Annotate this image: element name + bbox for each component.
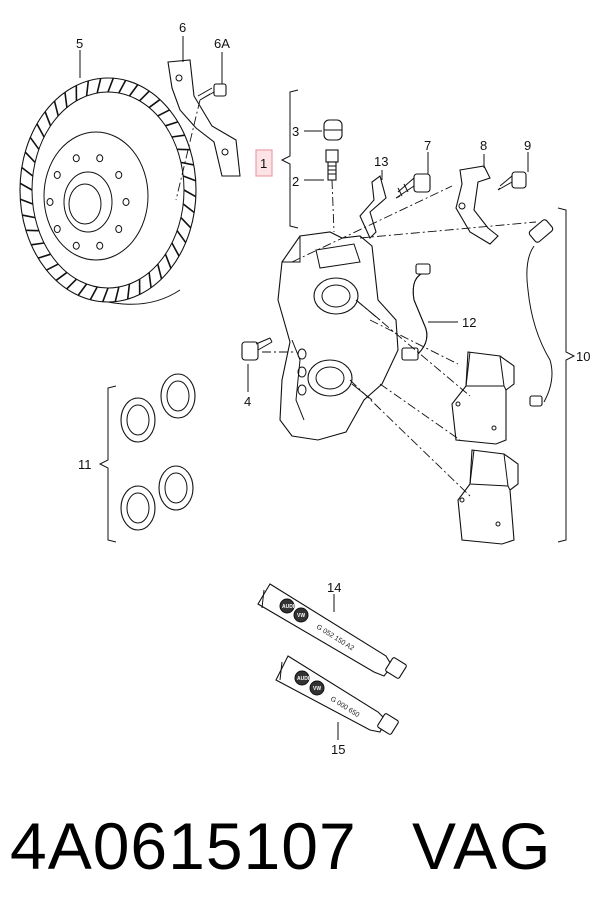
disc-vane xyxy=(180,161,194,166)
bolt-9 xyxy=(497,171,527,191)
callout-14: 14 xyxy=(327,580,341,595)
disc-vane xyxy=(171,134,185,138)
callout-8: 8 xyxy=(480,138,487,153)
disc-vane xyxy=(176,230,187,244)
caliper-bolt-4 xyxy=(241,337,273,361)
callout-11: 11 xyxy=(78,457,92,472)
disc-vane xyxy=(164,253,172,269)
disc-vane xyxy=(157,109,170,117)
callout-1: 1 xyxy=(260,156,267,171)
callout-3: 3 xyxy=(292,124,299,139)
callout-5: 5 xyxy=(76,36,83,51)
disc-bolt-hole xyxy=(115,170,123,179)
disc-vane xyxy=(101,287,109,303)
disc-vane xyxy=(53,100,60,117)
callout-4: 4 xyxy=(244,394,251,409)
disc-vane xyxy=(114,286,120,302)
callout-6: 6 xyxy=(179,20,186,35)
disc-vane xyxy=(183,189,197,198)
dust-cap xyxy=(323,119,343,141)
disc-vane xyxy=(85,80,90,97)
disc-vane xyxy=(96,78,102,94)
callout-9: 9 xyxy=(524,138,531,153)
disc-vane xyxy=(171,242,180,257)
disc-vane xyxy=(156,263,163,280)
disc-vane xyxy=(139,90,150,102)
disc-vane xyxy=(180,217,192,229)
grease-tube-14: AUDI VW G 052 150 A2 xyxy=(257,583,407,679)
callout-2: 2 xyxy=(292,174,299,189)
disc-bolt-hole xyxy=(96,154,104,163)
callout-10: 10 xyxy=(576,349,590,364)
brake-disc xyxy=(19,77,197,305)
vw-seal-icon xyxy=(309,680,325,696)
disc-bolt-hole xyxy=(122,198,130,206)
disc-vane xyxy=(19,182,33,191)
disc-bolt-hole xyxy=(115,225,123,234)
brake-caliper xyxy=(277,231,399,441)
disc-vane xyxy=(126,283,131,300)
disc-vane xyxy=(107,77,115,93)
disc-vane xyxy=(128,84,139,97)
disc-bolt-hole xyxy=(72,241,80,250)
disc-vane xyxy=(22,214,36,219)
bleed-screw xyxy=(325,149,339,181)
disc-vane xyxy=(55,271,68,282)
brake-pad-upper xyxy=(451,351,515,445)
audi-seal-icon xyxy=(294,670,310,686)
disc-bolt-hole xyxy=(96,241,104,250)
disc-bolt-hole xyxy=(46,198,54,206)
audi-seal-icon xyxy=(279,598,295,614)
callout-7: 7 xyxy=(424,138,431,153)
disc-vane xyxy=(21,166,34,177)
callout-13: 13 xyxy=(374,154,388,169)
brand-name: VAG xyxy=(412,809,553,883)
tube15-seal-audi: AUDI xyxy=(297,676,310,682)
disc-vane xyxy=(20,198,34,205)
disc-vane xyxy=(118,79,127,94)
wear-sensor-bracket xyxy=(455,165,499,245)
disc-bolt-hole xyxy=(53,225,61,234)
bolt-6a xyxy=(197,83,227,101)
disc-vane xyxy=(148,272,152,288)
disc-bolt-hole xyxy=(53,170,61,179)
callout-6a: 6A xyxy=(214,36,230,51)
disc-vane xyxy=(46,263,59,271)
disc-vane xyxy=(36,123,45,138)
brake-hose xyxy=(401,263,431,361)
disc-vane xyxy=(148,98,161,109)
vw-seal-icon xyxy=(293,607,309,623)
callout-1-highlight xyxy=(255,149,273,177)
spring-clip xyxy=(359,175,387,239)
tube14-seal-vw: VW xyxy=(297,613,305,619)
disc-vane xyxy=(77,283,88,296)
part-caption: 4A0615107 VAG xyxy=(0,800,600,910)
disc-vane xyxy=(24,151,36,163)
tube15-seal-vw: VW xyxy=(313,686,321,692)
splash-shield xyxy=(167,59,241,177)
disc-vane xyxy=(165,121,179,127)
tube14-seal-audi: AUDI xyxy=(282,604,295,610)
disc-bolt-hole xyxy=(72,154,80,163)
part-number: 4A0615107 xyxy=(10,809,357,883)
disc-vane xyxy=(37,253,51,259)
disc-vane xyxy=(64,92,68,108)
disc-vane xyxy=(66,278,77,290)
disc-vane xyxy=(44,111,52,127)
disc-vane xyxy=(182,175,196,182)
bolt-7 xyxy=(395,173,431,199)
piston-seals xyxy=(120,373,196,531)
disc-vane xyxy=(31,242,45,246)
callout-12: 12 xyxy=(462,315,476,330)
disc-vane xyxy=(29,136,40,150)
callout-15: 15 xyxy=(331,742,345,757)
wear-sensor xyxy=(526,219,554,407)
leader-lines xyxy=(79,36,576,740)
brake-pad-lower xyxy=(457,449,519,545)
disc-vane xyxy=(182,203,195,214)
assembly-guide-lines xyxy=(175,99,537,497)
disc-vane xyxy=(89,286,98,301)
callouts: 5 6 6A 1 3 2 13 7 8 9 12 10 4 11 14 15 xyxy=(76,20,590,757)
